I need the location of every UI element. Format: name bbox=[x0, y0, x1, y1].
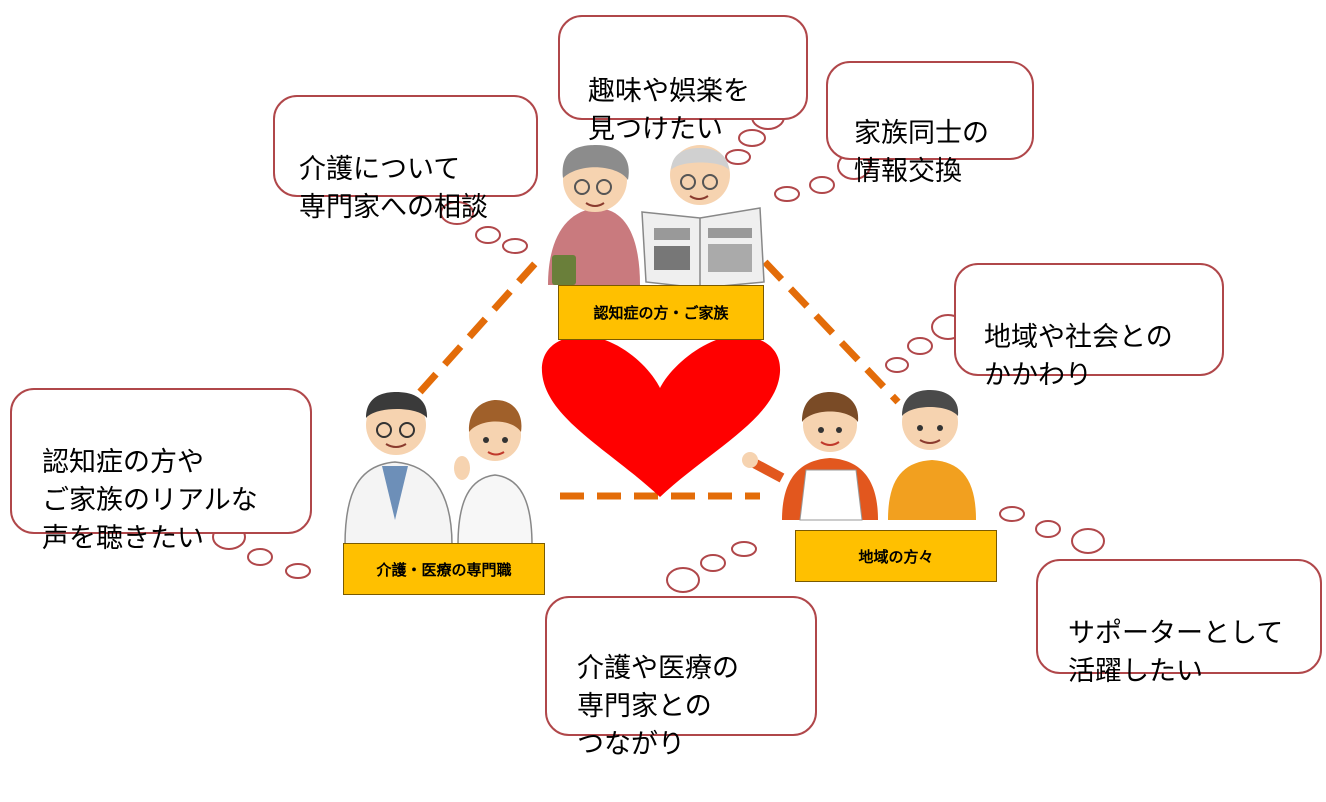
bubble-connection-text: 介護や医療の 専門家との つながり bbox=[577, 653, 739, 760]
bubble-voices: 認知症の方や ご家族のリアルな 声を聴きたい bbox=[10, 388, 312, 554]
elderly-couple-icon bbox=[548, 145, 765, 289]
label-family: 認知症の方・ご家族 bbox=[558, 285, 764, 340]
label-professionals: 介護・医療の専門職 bbox=[343, 543, 545, 595]
thought-trail-connection bbox=[666, 541, 757, 593]
line-family-professionals bbox=[417, 255, 543, 395]
community-residents-icon bbox=[742, 390, 976, 521]
bubble-consult-text: 介護について 専門家への相談 bbox=[299, 154, 488, 223]
doctor-nurse-icon bbox=[344, 392, 533, 546]
bubble-supporter-text: サポーターとして 活躍したい bbox=[1068, 618, 1284, 687]
label-community: 地域の方々 bbox=[795, 530, 997, 582]
line-family-community bbox=[762, 259, 901, 405]
heart-icon bbox=[541, 335, 781, 497]
bubble-exchange-text: 家族同士の 情報交換 bbox=[854, 118, 989, 187]
thought-trail-consult bbox=[440, 201, 528, 254]
bubble-society: 地域や社会との かかわり bbox=[954, 263, 1224, 391]
bubble-hobby: 趣味や娯楽を 見つけたい bbox=[558, 15, 808, 145]
bubble-exchange: 家族同士の 情報交換 bbox=[826, 61, 1034, 187]
bubble-consult: 介護について 専門家への相談 bbox=[273, 95, 538, 223]
thought-trail-society bbox=[885, 314, 965, 373]
bubble-hobby-text: 趣味や娯楽を 見つけたい bbox=[588, 76, 750, 145]
bubble-voices-text: 認知症の方や ご家族のリアルな 声を聴きたい bbox=[42, 447, 258, 554]
bubble-supporter: サポーターとして 活躍したい bbox=[1036, 559, 1322, 687]
bubble-connection: 介護や医療の 専門家との つながり bbox=[545, 596, 817, 760]
thought-trail-supporter bbox=[999, 506, 1105, 554]
bubble-society-text: 地域や社会との かかわり bbox=[984, 322, 1173, 391]
